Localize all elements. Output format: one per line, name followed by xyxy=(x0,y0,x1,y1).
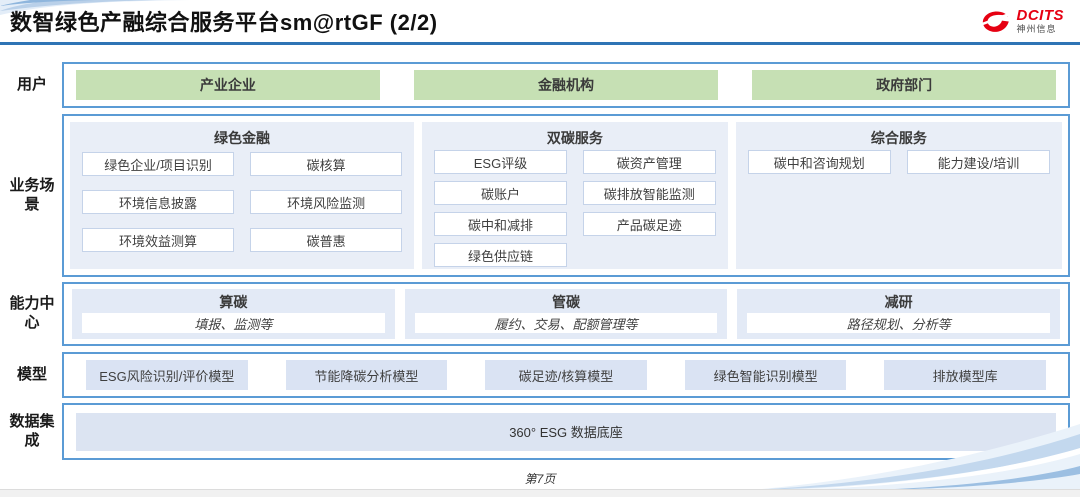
row-label-dataset: 数据集成 xyxy=(9,412,55,449)
model-box: 绿色智能识别模型 xyxy=(684,360,847,390)
dataset-box-outer: 360° ESG 数据底座 xyxy=(62,403,1070,460)
top-left-swoosh-decoration xyxy=(0,0,190,15)
capability-panel-calc: 算碳 填报、监测等 xyxy=(72,289,395,339)
scenario-item: 碳普惠 xyxy=(250,228,403,252)
scenarios-box: 绿色金融 绿色企业/项目识别 碳核算 环境信息披露 环境风险监测 环境效益测算 … xyxy=(62,114,1070,277)
header: 数智绿色产融综合服务平台sm@rtGF (2/2) DCITS 神州信息 xyxy=(0,0,1080,45)
scenario-item: 能力建设/培训 xyxy=(906,150,1051,174)
row-label-models: 模型 xyxy=(16,365,47,383)
scenario-item: 环境效益测算 xyxy=(82,228,235,252)
model-box: 排放模型库 xyxy=(884,360,1046,390)
model-box: 碳足迹/核算模型 xyxy=(485,360,647,390)
capability-panel-research: 减研 路径规划、分析等 xyxy=(737,289,1061,339)
panel-title: 绿色金融 xyxy=(214,130,271,146)
models-box: ESG风险识别/评价模型 节能降碳分析模型 碳足迹/核算模型 绿色智能识别模型 … xyxy=(62,352,1070,398)
model-box: 节能降碳分析模型 xyxy=(285,360,448,390)
scenario-item-grid: ESG评级 碳资产管理 碳账户 碳排放智能监测 碳中和减排 产品碳足迹 绿色供应… xyxy=(434,150,716,267)
scenario-item: 绿色企业/项目识别 xyxy=(82,152,235,176)
users-box: 产业企业 金融机构 政府部门 xyxy=(62,62,1070,108)
capability-panel-manage: 管碳 履约、交易、配额管理等 xyxy=(404,289,728,339)
row-label-scenarios: 业务场景 xyxy=(9,176,55,213)
logo-company: 神州信息 xyxy=(1016,24,1057,34)
capabilities-box: 算碳 填报、监测等 管碳 履约、交易、配额管理等 减研 路径规划、分析等 xyxy=(62,282,1070,346)
scenario-item: 环境风险监测 xyxy=(250,190,403,214)
row-label-capabilities: 能力中心 xyxy=(9,295,55,331)
scenario-item: 环境信息披露 xyxy=(82,190,235,214)
bottom-right-swoosh-decoration xyxy=(750,424,1080,490)
row-label-users: 用户 xyxy=(16,75,47,93)
scenario-panel-green-finance: 绿色金融 绿色企业/项目识别 碳核算 环境信息披露 环境风险监测 环境效益测算 … xyxy=(70,122,415,269)
user-box-government: 政府部门 xyxy=(752,70,1056,100)
bottom-strip-decoration xyxy=(0,489,1080,497)
scenario-panel-dual-carbon: 双碳服务 ESG评级 碳资产管理 碳账户 碳排放智能监测 碳中和减排 产品碳足迹… xyxy=(422,122,728,269)
logo-text: DCITS 神州信息 xyxy=(1017,8,1065,34)
panel-title: 双碳服务 xyxy=(546,130,603,146)
panel-title: 综合服务 xyxy=(870,130,927,146)
user-box-industry: 产业企业 xyxy=(76,70,380,100)
logo-brand: DCITS xyxy=(1016,7,1064,24)
model-box: ESG风险识别/评价模型 xyxy=(86,360,248,390)
capability-title: 算碳 xyxy=(219,294,248,310)
scenario-item-grid: 绿色企业/项目识别 碳核算 环境信息披露 环境风险监测 环境效益测算 碳普惠 xyxy=(82,150,403,252)
scenario-item: 碳排放智能监测 xyxy=(582,181,716,205)
row-capabilities: 能力中心 算碳 填报、监测等 管碳 履约、交易、配额管理等 减研 路径规划、分析… xyxy=(2,282,1070,346)
row-scenarios: 业务场景 绿色金融 绿色企业/项目识别 碳核算 环境信息披露 环境风险监测 环境… xyxy=(2,114,1070,277)
footer-page-number: 第7页 xyxy=(524,472,556,486)
architecture-diagram: 用户 产业企业 金融机构 政府部门 业务场景 绿色金融 绿色企业/项目识别 碳核… xyxy=(2,62,1070,460)
capability-desc: 路径规划、分析等 xyxy=(747,313,1051,333)
dataset-box: 360° ESG 数据底座 xyxy=(76,412,1056,451)
scenario-item: 碳中和减排 xyxy=(434,212,567,236)
capability-title: 减研 xyxy=(884,294,913,310)
user-box-finance: 金融机构 xyxy=(414,70,718,100)
row-users: 用户 产业企业 金融机构 政府部门 xyxy=(2,62,1070,108)
scenario-item: 碳核算 xyxy=(250,152,403,176)
scenario-item: 碳资产管理 xyxy=(582,150,716,174)
row-dataset: 数据集成 360° ESG 数据底座 xyxy=(2,403,1070,460)
row-models: 模型 ESG风险识别/评价模型 节能降碳分析模型 碳足迹/核算模型 绿色智能识别… xyxy=(2,352,1070,398)
capability-desc: 填报、监测等 xyxy=(82,313,385,333)
scenario-item: 产品碳足迹 xyxy=(582,212,716,236)
dcits-logo: DCITS 神州信息 xyxy=(978,8,1065,35)
scenario-panel-comprehensive: 综合服务 碳中和咨询规划 能力建设/培训 xyxy=(735,122,1063,269)
scenario-item: ESG评级 xyxy=(434,150,567,174)
scenario-item: 绿色供应链 xyxy=(434,243,567,267)
page-title: 数智绿色产融综合服务平台sm@rtGF (2/2) xyxy=(10,10,438,35)
scenario-item: 碳中和咨询规划 xyxy=(747,150,891,174)
capability-desc: 履约、交易、配额管理等 xyxy=(414,313,718,333)
scenario-item: 碳账户 xyxy=(434,181,567,205)
scenario-item-grid: 碳中和咨询规划 能力建设/培训 xyxy=(747,150,1051,174)
capability-title: 管碳 xyxy=(552,294,580,310)
dcits-swoosh-icon xyxy=(978,11,1013,32)
